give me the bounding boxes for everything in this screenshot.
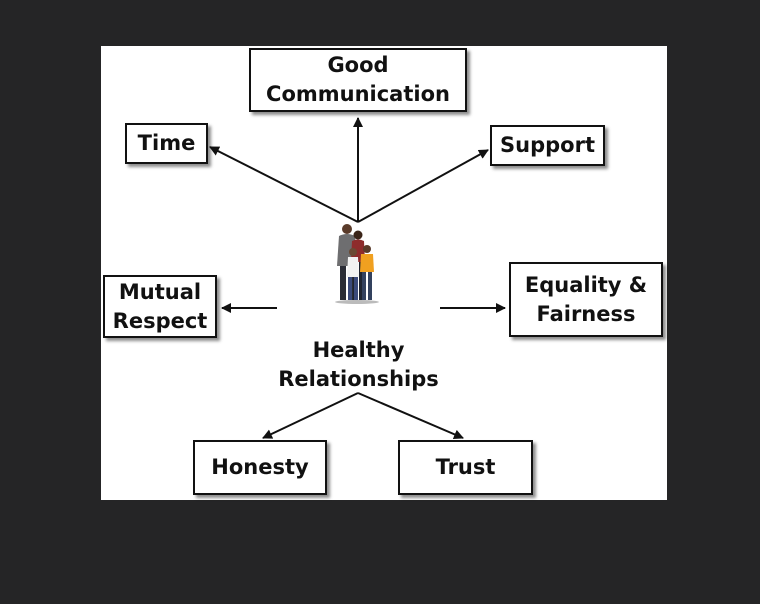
- arrow-to-time: [209, 146, 359, 223]
- arrows-layer: [209, 117, 506, 440]
- node-support-label: Support: [500, 133, 595, 157]
- node-trust-label: Trust: [435, 455, 496, 479]
- node-equality-fairness-label: Equality & Fairness: [524, 272, 648, 326]
- arrow-to-honesty: [262, 392, 359, 439]
- node-time: Time: [125, 123, 208, 164]
- node-good-communication-label: Good Communication: [266, 53, 450, 106]
- node-equality-fairness: Equality & Fairness: [509, 262, 663, 337]
- family-photo-icon: [335, 224, 379, 304]
- arrow-to-trust: [357, 392, 464, 440]
- node-honesty: Honesty: [193, 440, 327, 495]
- arrow-to-support: [357, 149, 489, 223]
- node-mutual-respect-label: Mutual Respect: [112, 279, 208, 333]
- diagram-canvas: Good Communication Time Support Mutual R…: [101, 46, 667, 500]
- node-trust: Trust: [398, 440, 533, 495]
- node-support: Support: [490, 125, 605, 166]
- node-mutual-respect: Mutual Respect: [103, 275, 217, 338]
- center-label: Healthy Relationships: [278, 338, 439, 391]
- node-good-communication: Good Communication: [249, 48, 467, 112]
- node-honesty-label: Honesty: [211, 455, 309, 479]
- node-time-label: Time: [137, 131, 196, 155]
